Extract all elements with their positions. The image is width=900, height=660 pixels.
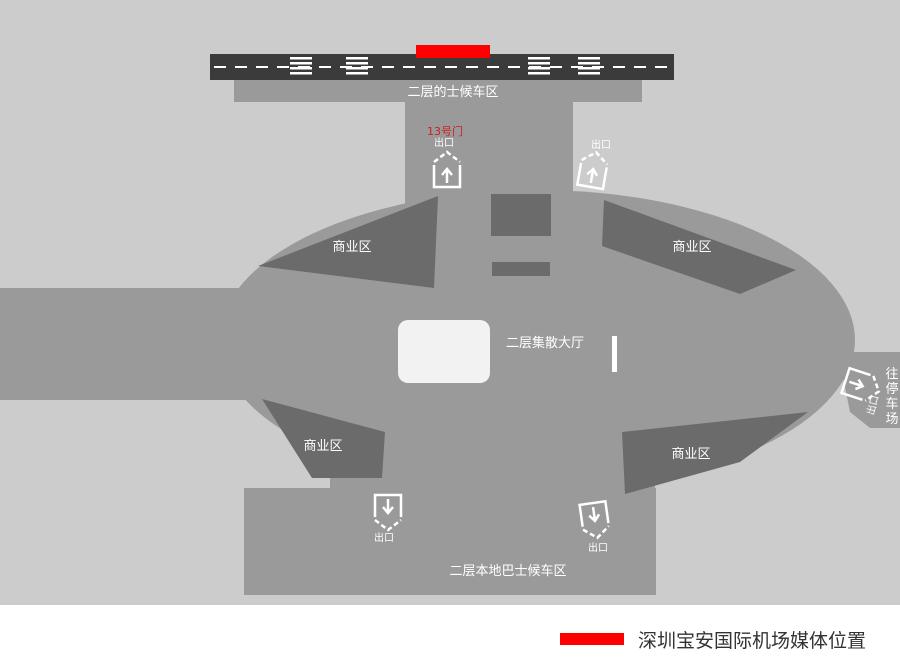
bus-waiting-area (244, 488, 656, 595)
road (210, 54, 674, 80)
taxi-area-label: 二层的士候车区 (407, 84, 498, 100)
crosswalk (290, 57, 312, 75)
commercial-label-ne: 商业区 (672, 240, 711, 255)
gate-label: 13号门 (427, 124, 463, 138)
parking-char: 往 (885, 367, 898, 382)
hall-divider (612, 336, 617, 372)
exit-label: 出口 (434, 136, 454, 149)
legend-swatch (560, 633, 624, 645)
parking-connector (838, 352, 900, 428)
crosswalk (346, 57, 368, 75)
west-corridor (0, 288, 280, 400)
down-arrow-icon (578, 499, 610, 540)
exit-label: 出口 (374, 531, 394, 544)
legend-label: 深圳宝安国际机场媒体位置 (638, 629, 867, 652)
media-position-marker (416, 45, 490, 58)
commercial-block-sw (262, 399, 385, 478)
commercial-label-se: 商业区 (671, 447, 710, 462)
crosswalk (528, 57, 550, 75)
parking-char: 车 (885, 396, 898, 412)
commercial-block-nw (258, 196, 438, 288)
down-arrow-icon (373, 493, 403, 532)
crosswalk (578, 57, 600, 75)
legend: 深圳宝安国际机场媒体位置 (560, 626, 866, 652)
up-arrow-icon (575, 150, 609, 191)
parking-char: 停 (885, 381, 898, 397)
bus-area-label: 二层本地巴士候车区 (449, 563, 566, 579)
exit-label: 出口 (588, 541, 608, 554)
commercial-block-ne (602, 200, 796, 294)
hall-label: 二层集散大厅 (506, 335, 584, 351)
parking-char: 场 (885, 412, 898, 427)
center-block-small (492, 262, 550, 276)
exit-label: 出口 (591, 138, 611, 151)
parking-label: 往 停 车 场 (885, 367, 898, 427)
central-kiosk (398, 320, 490, 383)
center-block-large (491, 194, 551, 236)
commercial-label-sw: 商业区 (303, 439, 342, 454)
commercial-blocks (258, 194, 808, 494)
commercial-label-nw: 商业区 (332, 240, 371, 255)
commercial-block-se (622, 412, 808, 494)
right-arrow-icon (839, 366, 881, 402)
up-arrow-icon (432, 150, 462, 189)
terminal-map: 二层的士候车区 13号门 出口 出口 出口 出口 出口 商业区 商业区 商业区 … (0, 0, 900, 605)
